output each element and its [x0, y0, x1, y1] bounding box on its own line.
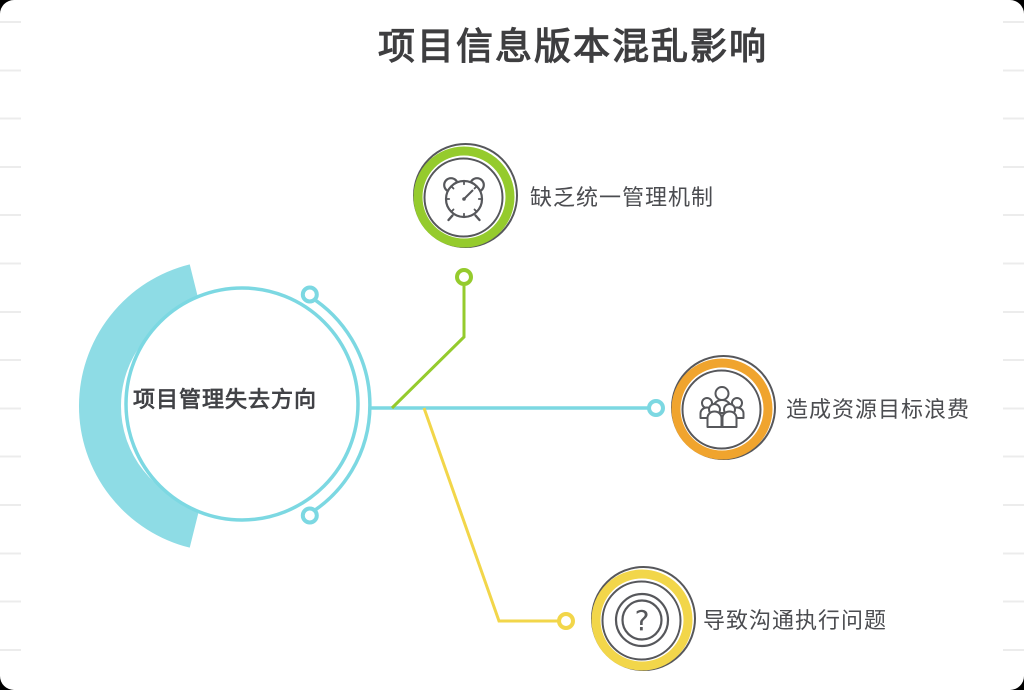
node-mechanism-inner-sketch-circle	[423, 157, 504, 238]
arc-endpoint-ring-bottom	[300, 506, 319, 525]
arc-endpoint-ring-top	[300, 285, 319, 304]
node-label-mechanism: 缺乏统一管理机制	[530, 185, 715, 210]
node-communication-inner-sketch-circle	[601, 580, 682, 661]
connector-communication-line	[422, 407, 558, 623]
center-topic-label: 项目管理失去方向	[132, 387, 318, 412]
center-crescent-arc	[79, 264, 201, 548]
node-label-communication: 导致沟通执行问题	[703, 608, 888, 633]
node-resource-inner-sketch-circle	[681, 369, 762, 450]
connector-resource	[369, 399, 665, 417]
node-mechanism	[413, 143, 518, 248]
node-label-resource: 造成资源目标浪费	[786, 397, 971, 422]
connector-communication	[422, 407, 575, 630]
alarm-clock-icon	[443, 177, 485, 222]
connector-mechanism	[390, 268, 473, 410]
diagram-title: 项目信息版本混乱影响	[378, 26, 768, 67]
connector-communication-endpoint-ring	[557, 612, 575, 630]
team-icon	[699, 386, 745, 428]
connector-mechanism-endpoint-ring	[455, 268, 473, 286]
question-icon: ?	[614, 592, 670, 648]
node-communication: ?	[591, 566, 696, 671]
center-topic-circle	[124, 286, 360, 522]
question-glyph: ?	[635, 604, 650, 637]
connector-mechanism-line	[390, 286, 466, 410]
center-right-arc	[308, 295, 372, 515]
center-topic-graphic	[79, 264, 372, 548]
node-resource	[671, 355, 776, 460]
node-communication-ring	[591, 569, 693, 671]
connector-resource-endpoint-ring	[647, 399, 665, 417]
